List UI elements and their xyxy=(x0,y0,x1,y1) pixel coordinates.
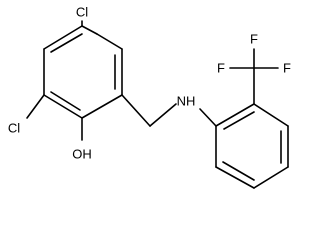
atom-label-cl-top: Cl xyxy=(76,5,88,20)
aniline-ring xyxy=(215,103,289,189)
atom-label-f-right: F xyxy=(283,61,291,76)
ring-b-double-1 xyxy=(222,161,255,181)
phenol-ring xyxy=(43,25,123,119)
ring-b-bond-5 xyxy=(253,103,289,127)
atom-label-oh: OH xyxy=(72,147,92,162)
ring-a-double-2 xyxy=(50,91,81,111)
ring-a-bond-4 xyxy=(43,94,83,119)
chemical-structure-diagram: Cl Cl OH NH F F F xyxy=(8,5,291,189)
ring-b-double-3 xyxy=(223,111,255,130)
ring-a-bond-6b xyxy=(81,25,98,35)
bond-ch2-to-nh xyxy=(149,103,177,127)
atom-label-cl-left: Cl xyxy=(8,121,20,136)
ring-b-bond-3 xyxy=(253,166,289,189)
ring-b-bond-2 xyxy=(215,166,255,189)
ring-a-bond-6 xyxy=(43,25,83,50)
bond-to-cl-left xyxy=(26,94,45,119)
bond-nh-to-ring xyxy=(199,108,217,127)
ring-a-bond-1 xyxy=(96,33,123,50)
ring-a-bond-3 xyxy=(81,94,123,119)
bond-ring-to-ch2 xyxy=(121,94,151,127)
atom-label-f-top: F xyxy=(250,32,258,47)
atom-label-nh: NH xyxy=(177,94,196,109)
atom-label-f-left: F xyxy=(217,61,225,76)
ring-b-bond-6 xyxy=(215,103,255,127)
ring-a-double-3 xyxy=(50,33,83,53)
